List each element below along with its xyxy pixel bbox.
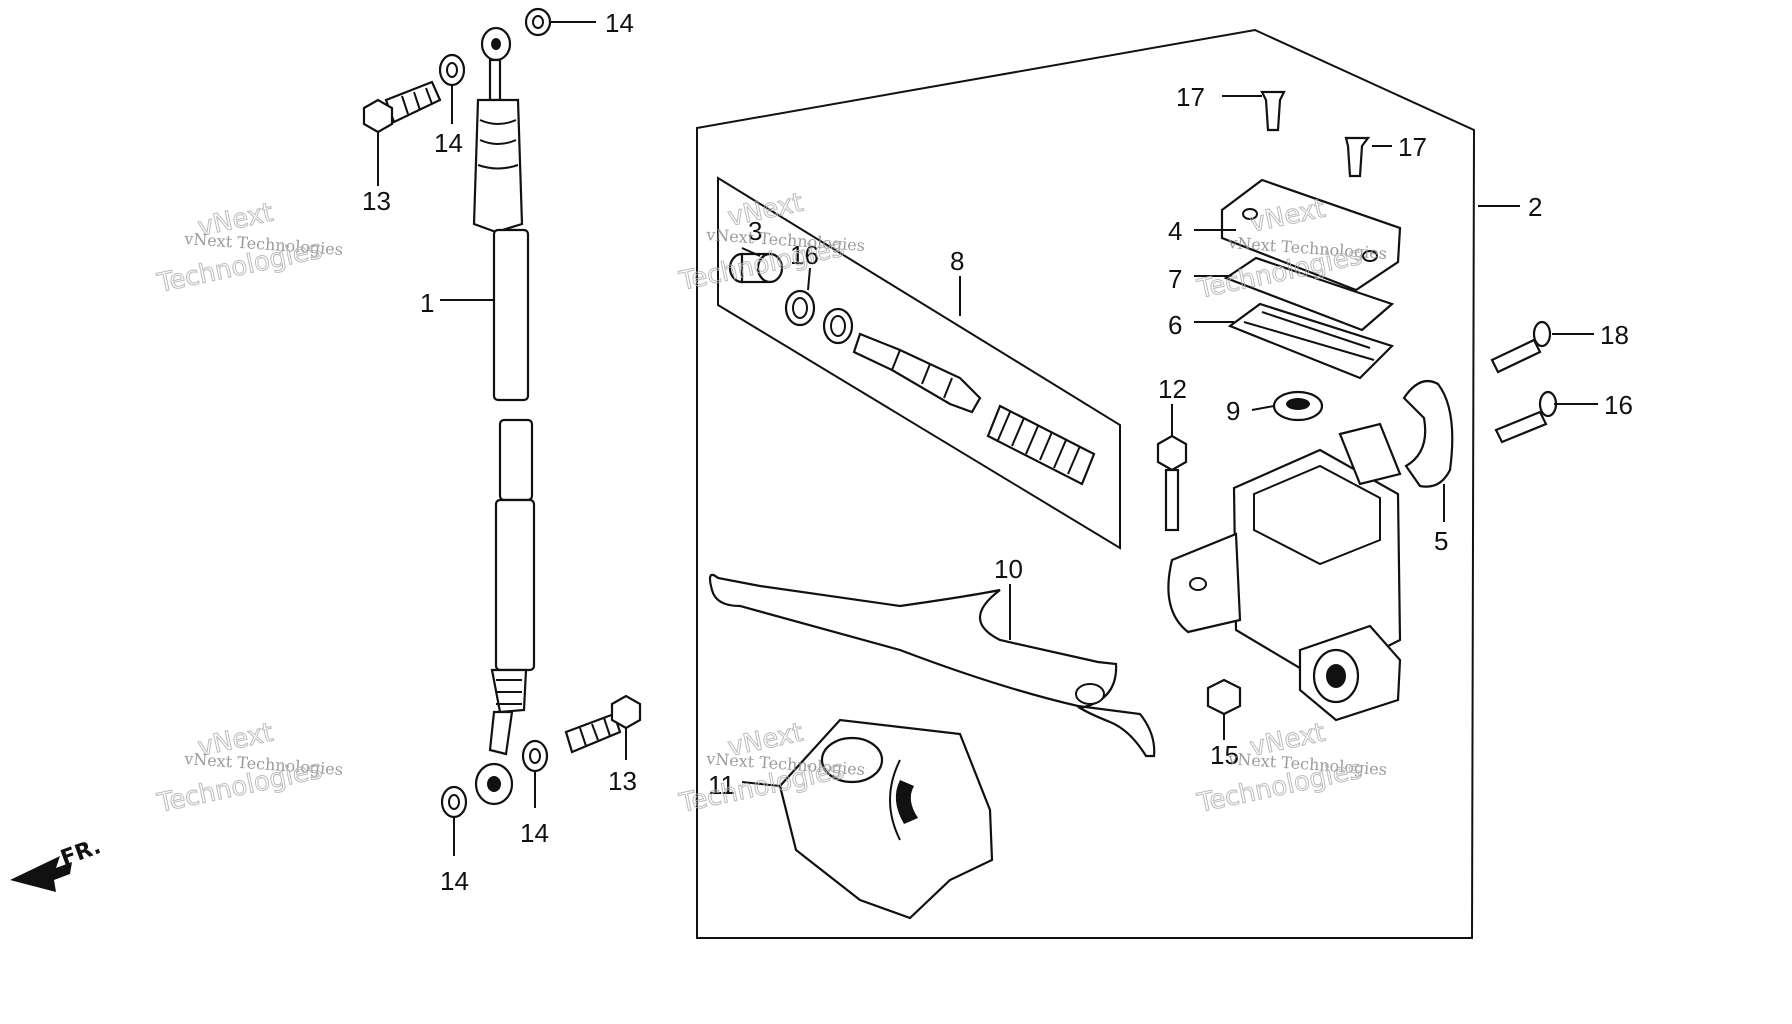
- callout-14: 14: [434, 128, 463, 158]
- lever-pivot-nut: [1206, 678, 1242, 716]
- brake-hose: [472, 26, 536, 806]
- handlebar-clamp: [1402, 380, 1454, 488]
- svg-text:vNext: vNext: [725, 188, 806, 233]
- callout-11: 11: [708, 770, 735, 800]
- front-marker-text: FR.: [58, 834, 105, 871]
- callout-10: 10: [994, 554, 1023, 584]
- callout-14: 14: [440, 866, 469, 896]
- watermark-bottom-left: vNext vNext Technologies Technologies: [154, 717, 344, 819]
- callout-14: 14: [520, 818, 549, 848]
- piston-kit-parts: [728, 252, 1096, 486]
- master-cylinder-body: [1167, 422, 1402, 722]
- callout-16: 17: [1176, 82, 1205, 112]
- callout-13: 13: [608, 766, 637, 796]
- clamp-screws: [1490, 320, 1558, 444]
- callout-8: 8: [950, 246, 964, 276]
- callout-5: 5: [1434, 526, 1448, 556]
- banjo-bolts: [362, 80, 642, 754]
- piston-kit-outline: [717, 176, 1121, 550]
- callout-2: 2: [1528, 192, 1542, 222]
- callout-16: 17: [1398, 132, 1427, 162]
- callout-leaders: [377, 21, 1598, 856]
- lever-dust-boot: [778, 718, 994, 920]
- callout-18: 15: [1210, 740, 1239, 770]
- brake-lever: [708, 573, 1156, 758]
- front-direction-marker: FR.: [10, 834, 104, 892]
- callout-6: 6: [1168, 310, 1182, 340]
- callout-14: 14: [605, 8, 634, 38]
- watermark-top-left: vNext vNext Technologies Technologies: [154, 197, 344, 299]
- mounting-bolt: [1156, 434, 1188, 532]
- callout-12: 12: [1158, 374, 1187, 404]
- callout-15: 16: [790, 240, 819, 270]
- assembly-outline: [696, 28, 1476, 939]
- callout-labels: 14 14 13 1 13 14 14 2 3 16 8 4 7 6 9 17 …: [362, 8, 1633, 896]
- callout-4: 4: [1168, 216, 1182, 246]
- callout-7: 7: [1168, 264, 1182, 294]
- reservoir-cap-stack: [1220, 90, 1402, 422]
- callout-9: 9: [1226, 396, 1240, 426]
- callout-17: 16: [1604, 390, 1633, 420]
- callout-17: 18: [1600, 320, 1629, 350]
- lever-pivot-hole: [1075, 683, 1105, 705]
- callout-13: 13: [362, 186, 391, 216]
- callout-1: 1: [420, 288, 434, 318]
- callout-3: 3: [748, 216, 762, 246]
- sealing-washers: [438, 7, 552, 819]
